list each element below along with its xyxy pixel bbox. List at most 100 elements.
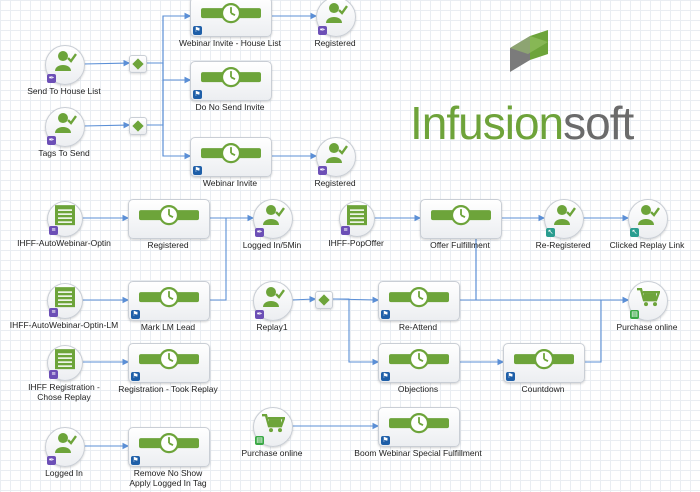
node-label-line: Registered	[147, 240, 189, 250]
flag-badge-icon: ⚑	[193, 90, 202, 99]
node-label-line: IHFF-AutoWebinar-Optin-LM	[9, 320, 119, 330]
purchase-box[interactable]: ▤	[628, 281, 668, 321]
node-label: Webinar Invite - House List	[160, 38, 300, 48]
node-label: Offer Fulfillment	[390, 240, 530, 250]
node-label: Registration - Took Replay	[98, 384, 238, 394]
sequence-box[interactable]: ⚑	[378, 281, 460, 321]
node-label-line: Registration - Took Replay	[118, 384, 218, 394]
node-label-line: Mark LM Lead	[140, 322, 196, 332]
connection-wire-replay1-to-decision-3[interactable]	[290, 295, 317, 303]
goal-tag-box[interactable]: ✒	[45, 107, 85, 147]
goal-box[interactable]: ✒	[45, 427, 85, 467]
node-label-line: Send To House List	[27, 86, 101, 96]
connection-wire-countdown-to-purchase-online-1[interactable]	[583, 296, 630, 363]
form-badge-icon: ≡	[341, 226, 350, 235]
sequence-timer-icon	[430, 204, 492, 231]
node-label: Re-Registered	[493, 240, 633, 250]
sequence-box[interactable]	[128, 199, 210, 239]
cursor-badge-icon: ↖	[630, 228, 639, 237]
logo-text-right: soft	[563, 97, 634, 149]
node-label-line: IHFF-PopOffer	[328, 238, 384, 248]
sequence-box[interactable]: ⚑	[128, 281, 210, 321]
person-check-icon	[324, 141, 348, 170]
goal-box[interactable]: ✒	[316, 137, 356, 177]
node-label-line: IHFF Registration -	[28, 382, 100, 392]
goal-box[interactable]: ↖	[628, 199, 668, 239]
node-label: Do No Send Invite	[160, 102, 300, 112]
goal-box[interactable]: ↖	[544, 199, 584, 239]
node-label: Registered	[265, 178, 405, 188]
connection-wire-decision-3-to-objections[interactable]	[331, 298, 380, 366]
web-form-icon	[54, 286, 76, 313]
node-label: Registered	[265, 38, 405, 48]
connection-wire-decision-1-to-do-no-send[interactable]	[145, 62, 192, 84]
sequence-box[interactable]: ⚑	[503, 343, 585, 383]
node-label: IHFF-AutoWebinar-Optin	[0, 238, 134, 248]
form-box[interactable]: ≡	[339, 201, 375, 237]
connection-wire-mark-lm-lead-to-logged-in-5min[interactable]	[208, 214, 255, 301]
node-label-line: Logged In	[45, 468, 83, 478]
node-label: Countdown	[473, 384, 613, 394]
node-label: IHFF-PopOffer	[286, 238, 426, 248]
sequence-timer-icon	[388, 412, 450, 439]
sequence-box[interactable]: ⚑	[378, 343, 460, 383]
node-label-line: Webinar Invite - House List	[179, 38, 281, 48]
sequence-timer-icon	[200, 142, 262, 169]
goal-box[interactable]: ✒	[316, 0, 356, 37]
decision-diamond-icon	[132, 120, 144, 132]
node-label-line: Remove No Show	[133, 468, 203, 478]
goal-box[interactable]: ✒	[253, 281, 293, 321]
form-box[interactable]: ≡	[47, 283, 83, 319]
tag-badge-icon: ✒	[47, 136, 56, 145]
node-label: Tags To Send	[0, 148, 134, 158]
node-label-line: Re-Registered	[535, 240, 591, 250]
decision-box[interactable]	[129, 55, 147, 73]
purchase-box[interactable]: ▤	[253, 407, 293, 447]
node-label-line: Clicked Replay Link	[609, 240, 685, 250]
shopping-cart-icon	[636, 286, 661, 313]
flag-badge-icon: ⚑	[131, 372, 140, 381]
person-check-icon	[261, 285, 285, 314]
sequence-box[interactable]: ⚑	[378, 407, 460, 447]
node-label-line: Replay1	[256, 322, 288, 332]
sequence-timer-icon	[138, 286, 200, 313]
flag-badge-icon: ⚑	[381, 310, 390, 319]
cursor-badge-icon: ↖	[546, 228, 555, 237]
node-label: Logged In	[0, 468, 134, 478]
decision-box[interactable]	[129, 117, 147, 135]
decision-box[interactable]	[315, 291, 333, 309]
goal-box[interactable]: ✒	[253, 199, 293, 239]
connection-wire-tags-to-send-to-decision-2[interactable]	[82, 121, 131, 129]
node-label: IHFF-AutoWebinar-Optin-LM	[0, 320, 134, 330]
node-label-line: Purchase online	[616, 322, 678, 332]
web-form-icon	[346, 204, 368, 231]
sequence-box[interactable]: ⚑	[128, 343, 210, 383]
form-box[interactable]: ≡	[47, 345, 83, 381]
sequence-timer-icon	[138, 432, 200, 459]
tag-badge-icon: ✒	[255, 228, 264, 237]
node-label-line: Logged In/5Min	[242, 240, 302, 250]
flag-badge-icon: ⚑	[131, 310, 140, 319]
node-label: Boom Webinar Special Fulfillment	[348, 448, 488, 458]
node-label: Webinar Invite	[160, 178, 300, 188]
decision-diamond-icon	[132, 58, 144, 70]
connection-wire-send-to-house-list-to-decision-1[interactable]	[82, 59, 131, 67]
form-badge-icon: ≡	[49, 370, 58, 379]
node-label-line: Tags To Send	[38, 148, 90, 158]
sequence-box[interactable]: ⚑	[190, 0, 272, 37]
node-label: IHFF Registration -Chose Replay	[0, 382, 134, 402]
sequence-box[interactable]: ⚑	[190, 137, 272, 177]
person-check-icon	[636, 203, 660, 232]
goal-tag-box[interactable]: ✒	[45, 45, 85, 85]
form-box[interactable]: ≡	[47, 201, 83, 237]
sequence-box[interactable]	[420, 199, 502, 239]
sequence-box[interactable]: ⚑	[190, 61, 272, 101]
sequence-box[interactable]: ⚑	[128, 427, 210, 467]
tag-badge-icon: ✒	[47, 74, 56, 83]
node-label-line: IHFF-AutoWebinar-Optin	[17, 238, 111, 248]
connection-wire-decision-2-to-webinar-invite[interactable]	[145, 124, 192, 160]
node-label-line: Re-Attend	[398, 322, 438, 332]
person-tag-icon	[53, 111, 77, 140]
